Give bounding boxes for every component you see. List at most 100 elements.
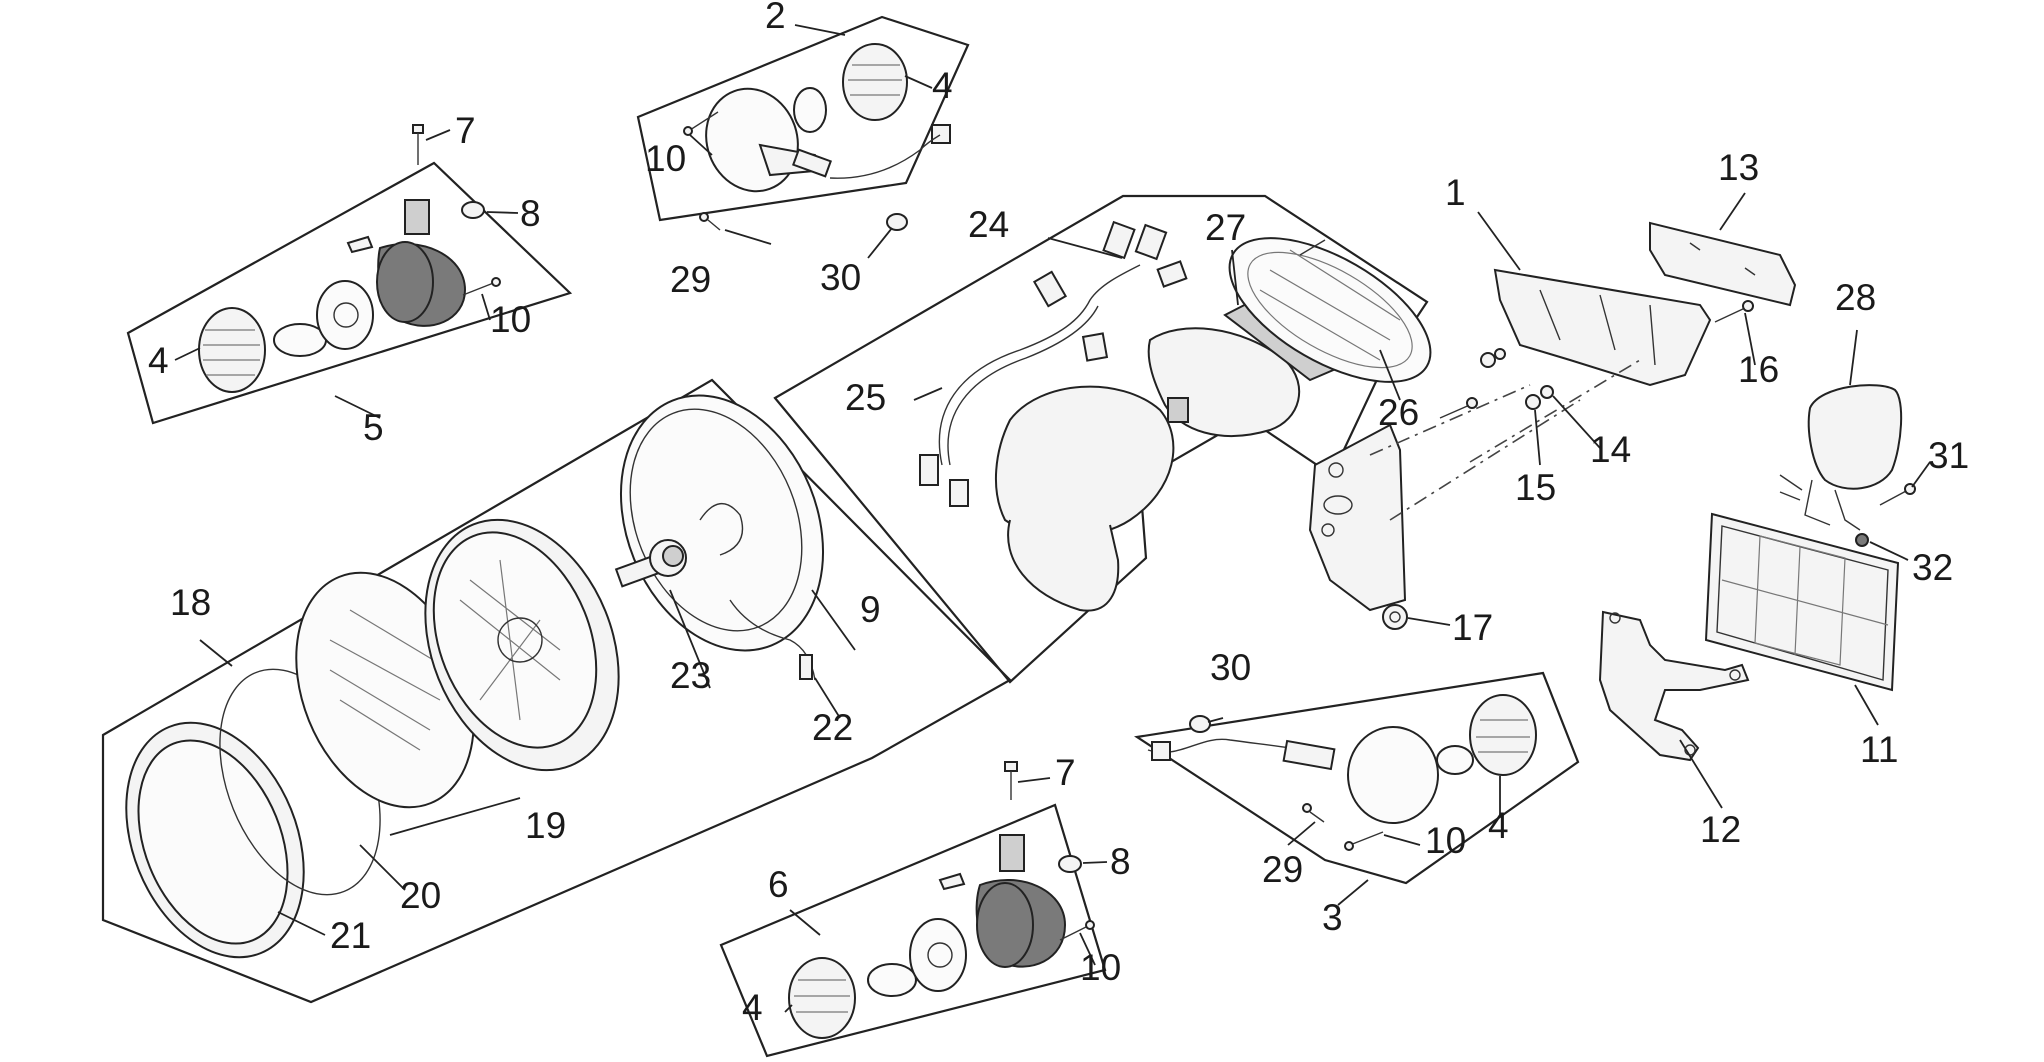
turn-signal-bulb-front-right bbox=[793, 87, 827, 133]
callout-31: 31 bbox=[1928, 435, 1969, 476]
callout-9: 9 bbox=[860, 589, 881, 630]
nut-30-front-right bbox=[886, 213, 908, 231]
taillight-mount-plate bbox=[1308, 423, 1407, 612]
callout-23: 23 bbox=[670, 655, 711, 696]
callout-24: 24 bbox=[968, 204, 1009, 245]
leader-lines bbox=[174, 24, 1931, 1013]
callout-6: 6 bbox=[768, 864, 789, 905]
screw-7-rear-right bbox=[1004, 761, 1018, 800]
callout-21: 21 bbox=[330, 915, 371, 956]
turn-signal-rubber-mount-rear-right bbox=[999, 834, 1025, 872]
front-left-turn-signal bbox=[198, 124, 501, 393]
callout-18: 18 bbox=[170, 582, 211, 623]
turn-signal-connector-rear-left bbox=[1151, 741, 1171, 761]
headlight-bulb bbox=[614, 539, 687, 588]
license-plate-assembly bbox=[1308, 221, 1916, 762]
rear-left-turn-signal bbox=[1147, 694, 1537, 851]
nut-32 bbox=[1855, 533, 1869, 547]
callout-10-front-left: 10 bbox=[490, 299, 531, 340]
callout-8-front-left: 8 bbox=[520, 193, 541, 234]
license-plate-cover bbox=[1804, 384, 1903, 531]
screw-31 bbox=[1879, 483, 1916, 506]
callout-labels: 1 2 3 4 4 4 4 5 6 7 7 8 8 9 10 10 10 10 … bbox=[148, 0, 1969, 1028]
callout-10-rear-left: 10 bbox=[1425, 820, 1466, 861]
license-plate-light bbox=[1649, 221, 1797, 307]
nut-30-rear-left bbox=[1189, 715, 1211, 733]
screw-7-front-left bbox=[412, 124, 424, 165]
callout-28: 28 bbox=[1835, 277, 1876, 318]
turn-signal-lens-rear-left bbox=[1469, 694, 1537, 776]
turn-signal-housing-rear-right bbox=[975, 879, 1067, 968]
turn-signal-housing-front-left bbox=[376, 241, 467, 327]
callout-4-front-left: 4 bbox=[148, 340, 169, 381]
frame-headlight bbox=[101, 378, 1012, 1004]
callout-5: 5 bbox=[363, 407, 384, 448]
taillight-bulb-holder bbox=[1147, 327, 1301, 437]
callout-13: 13 bbox=[1718, 147, 1759, 188]
callout-25: 25 bbox=[845, 377, 886, 418]
turn-signal-bulb-rear-right bbox=[867, 963, 917, 997]
frame-turn-signal-rear-right bbox=[719, 803, 1107, 1058]
turn-signal-lens-front-left bbox=[198, 307, 266, 393]
headlight-reflector bbox=[424, 518, 620, 772]
callout-4-front-right: 4 bbox=[932, 65, 953, 106]
callout-4-rear-right: 4 bbox=[742, 987, 763, 1028]
callout-17: 17 bbox=[1452, 607, 1493, 648]
callout-7-front-left: 7 bbox=[455, 110, 476, 151]
callout-30-rear-left: 30 bbox=[1210, 647, 1251, 688]
taillight-assembly bbox=[919, 220, 1432, 612]
callout-10-rear-right: 10 bbox=[1080, 947, 1121, 988]
callout-30-front-right: 30 bbox=[820, 257, 861, 298]
callout-2: 2 bbox=[765, 0, 786, 36]
turn-signal-lens-front-right bbox=[842, 43, 908, 121]
callout-12: 12 bbox=[1700, 809, 1741, 850]
turn-signal-bulb-rear-left bbox=[1436, 745, 1474, 775]
callout-8-rear-right: 8 bbox=[1110, 841, 1131, 882]
callout-26: 26 bbox=[1378, 392, 1419, 433]
callout-14: 14 bbox=[1590, 429, 1631, 470]
screw-10-front-left bbox=[462, 277, 501, 296]
turn-signal-connector-front-right bbox=[931, 124, 951, 144]
screw-10-rear-left bbox=[1344, 831, 1384, 851]
callout-16: 16 bbox=[1738, 349, 1779, 390]
headlight-trim-ring bbox=[125, 721, 305, 959]
nut-8-front-left bbox=[461, 201, 485, 219]
screw-10-front-right bbox=[683, 111, 719, 136]
rear-right-turn-signal bbox=[788, 761, 1095, 1039]
nut-8-rear-right bbox=[1058, 855, 1082, 873]
taillight-wiring-harness bbox=[919, 220, 1188, 507]
turn-signal-housing-rear-left bbox=[1282, 726, 1439, 824]
turn-signal-lens-rear-right bbox=[788, 957, 856, 1039]
callout-4-rear-left: 4 bbox=[1488, 805, 1509, 846]
turn-signal-bulb-front-left bbox=[273, 323, 327, 357]
callout-3: 3 bbox=[1322, 897, 1343, 938]
license-plate-bracket bbox=[1493, 268, 1712, 387]
screw-29-front-right bbox=[699, 212, 721, 231]
taillight-lens bbox=[1228, 237, 1432, 383]
callout-32: 32 bbox=[1912, 547, 1953, 588]
callout-11: 11 bbox=[1860, 729, 1898, 770]
callout-27: 27 bbox=[1205, 207, 1246, 248]
callout-29-front-right: 29 bbox=[670, 259, 711, 300]
taillight-housing bbox=[995, 385, 1175, 612]
license-plate-holder bbox=[1704, 512, 1900, 692]
headlight-assembly bbox=[125, 394, 825, 959]
washer-15 bbox=[1525, 394, 1541, 410]
turn-signal-housing-front-right bbox=[705, 87, 832, 193]
callout-7-rear-right: 7 bbox=[1055, 752, 1076, 793]
front-right-turn-signal bbox=[683, 43, 951, 231]
turn-signal-reflector-rear-right bbox=[909, 918, 967, 992]
turn-signal-reflector-front-left bbox=[316, 280, 374, 350]
callout-29-rear-left: 29 bbox=[1262, 849, 1303, 890]
callout-15: 15 bbox=[1515, 467, 1556, 508]
washer-14 bbox=[1540, 385, 1554, 399]
screw-29-rear-left bbox=[1302, 803, 1325, 823]
callout-19: 19 bbox=[525, 805, 566, 846]
screw-16 bbox=[1714, 300, 1754, 323]
callout-1: 1 bbox=[1445, 172, 1466, 213]
headlight-housing bbox=[619, 394, 825, 681]
callout-20: 20 bbox=[400, 875, 441, 916]
callout-22: 22 bbox=[812, 707, 853, 748]
callout-10-front-right: 10 bbox=[645, 138, 686, 179]
